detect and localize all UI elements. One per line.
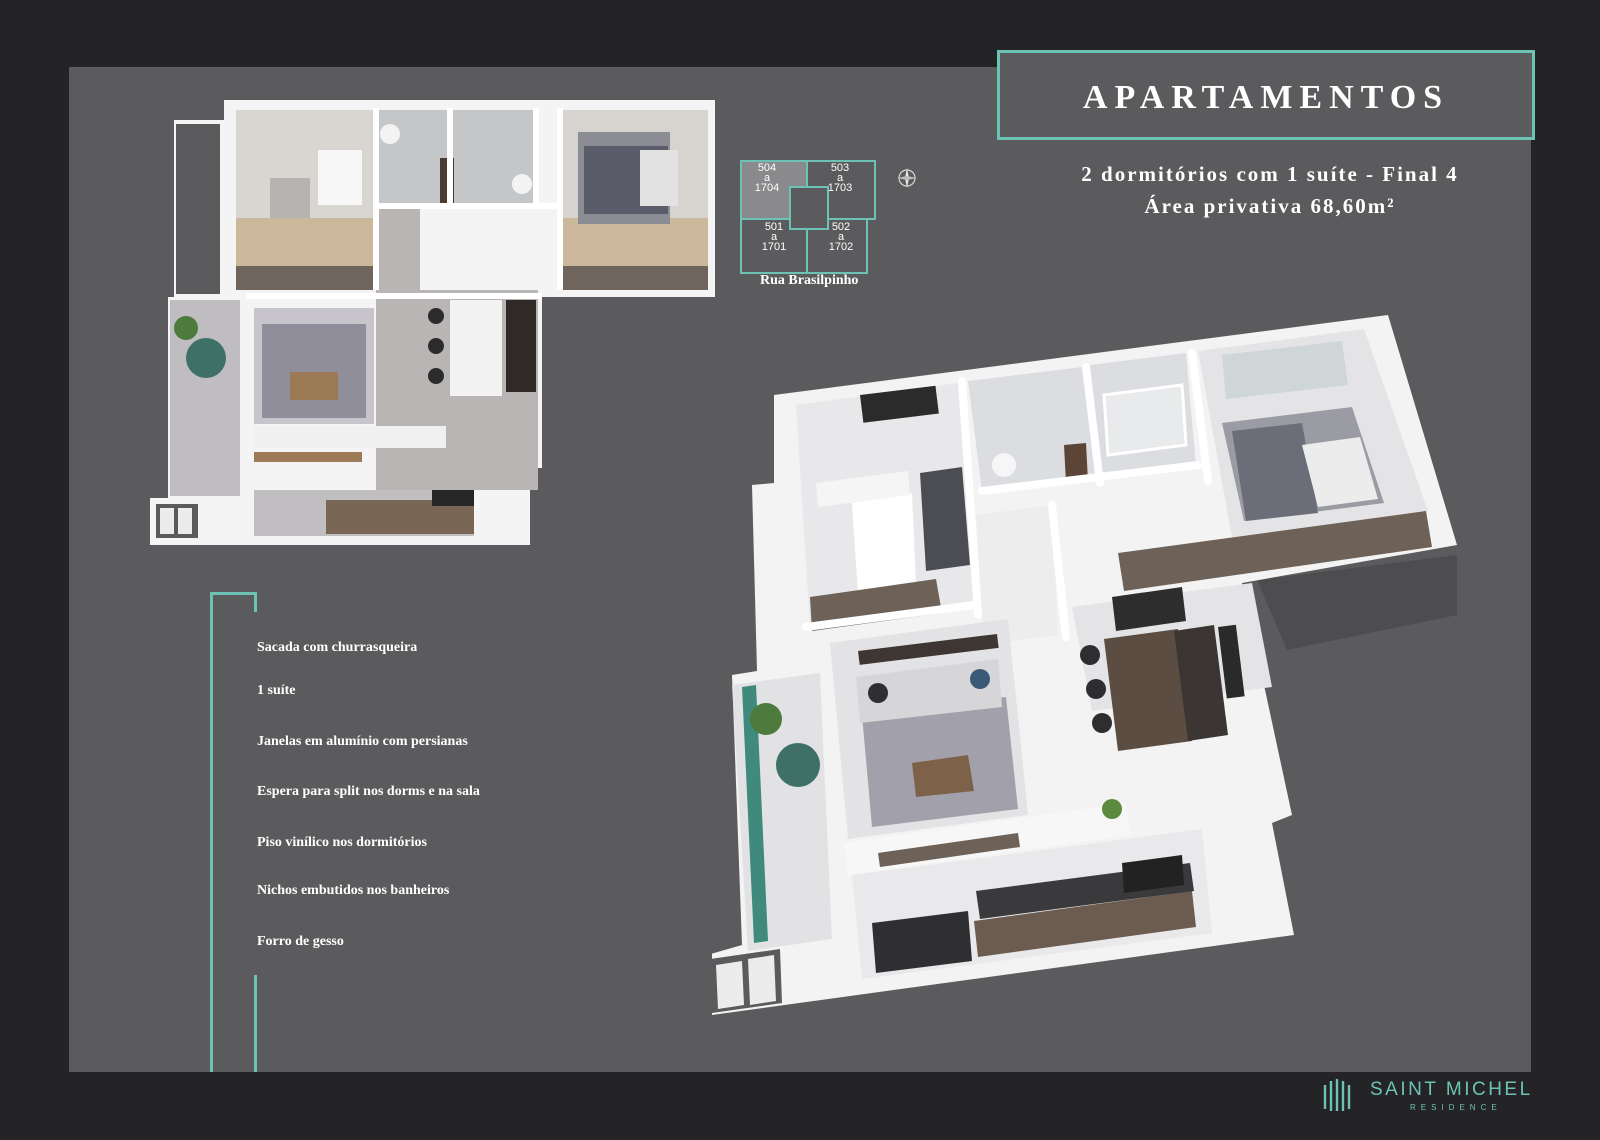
brand-tagline: RESIDENCE xyxy=(1410,1103,1502,1112)
page-title: APARTAMENTOS xyxy=(1082,79,1450,116)
floor-plan-3d-view xyxy=(712,315,1457,1015)
feature-item: Nichos embutidos nos banheiros xyxy=(257,883,450,898)
unit-label-503: 503 a 1703 xyxy=(820,162,860,194)
features-frame xyxy=(210,592,258,1072)
unit-label-504: 504 a 1704 xyxy=(747,162,787,194)
floor-plan-top-view xyxy=(150,100,715,545)
feature-item: 1 suíte xyxy=(257,683,296,698)
unit-label-text: 502 a 1702 xyxy=(828,221,854,253)
feature-item: Forro de gesso xyxy=(257,934,344,949)
subtitle-area: Área privativa 68,60m² xyxy=(1144,194,1396,218)
unit-label-text: 503 a 1703 xyxy=(827,162,853,194)
brand-name: SAINT MICHEL xyxy=(1370,1079,1533,1100)
feature-item: Janelas em alumínio com persianas xyxy=(257,734,468,749)
unit-label-502: 502 a 1702 xyxy=(821,221,861,253)
unit-label-text: 504 a 1704 xyxy=(754,162,780,194)
compass-icon xyxy=(897,168,917,188)
feature-item: Sacada com churrasqueira xyxy=(257,640,418,655)
frame-line xyxy=(210,592,213,1072)
unit-key-diagram xyxy=(740,160,876,274)
frame-line xyxy=(210,592,256,595)
street-label: Rua Brasilpinho xyxy=(760,273,859,288)
frame-line xyxy=(254,592,257,612)
feature-item: Espera para split nos dorms e na sala xyxy=(257,784,480,799)
title-box: APARTAMENTOS xyxy=(997,50,1535,140)
brand-logo-icon xyxy=(1323,1079,1351,1111)
unit-label-text: 501 a 1701 xyxy=(761,221,787,253)
subtitle-bedrooms: 2 dormitórios com 1 suíte - Final 4 xyxy=(1081,162,1459,186)
unit-label-501: 501 a 1701 xyxy=(754,221,794,253)
frame-line xyxy=(254,975,257,1072)
feature-item: Piso vinílico nos dormitórios xyxy=(257,835,427,850)
